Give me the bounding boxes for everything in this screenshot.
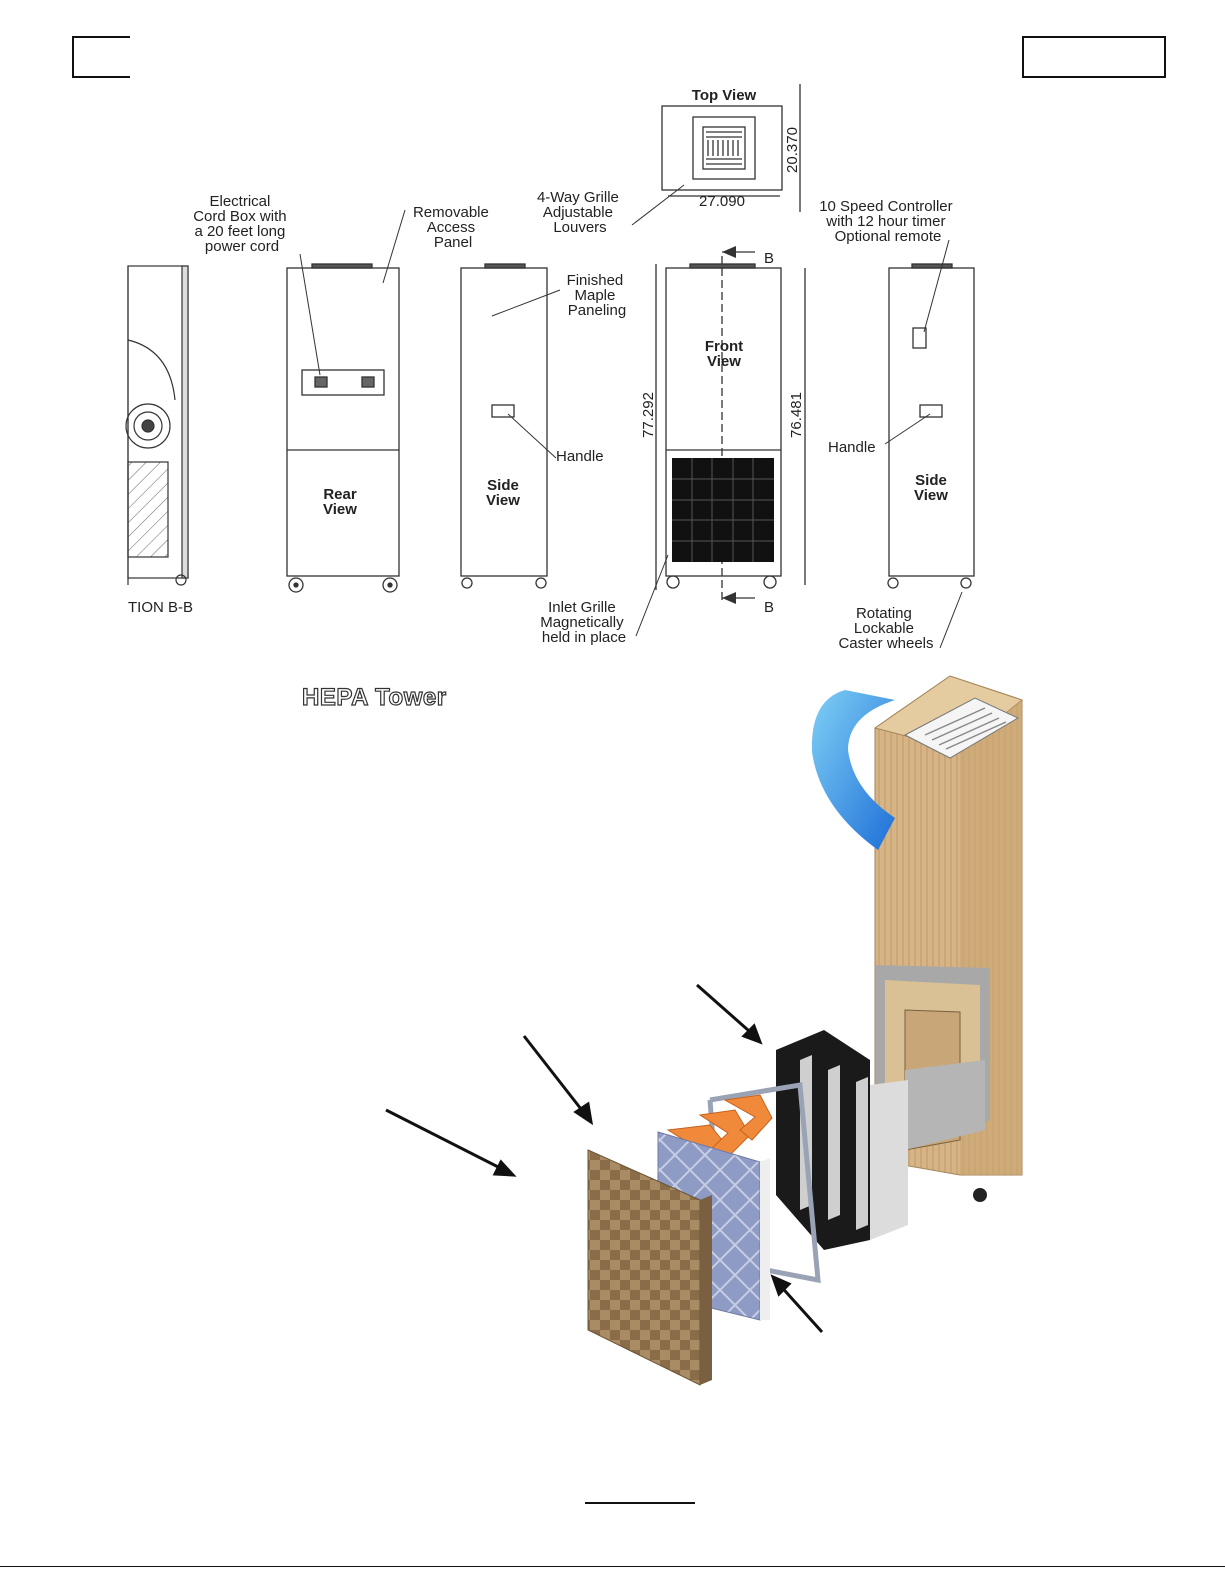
top-view-label: Top View — [692, 87, 757, 104]
pointer-arrows — [385, 983, 824, 1334]
section-marker-top: B — [764, 250, 774, 267]
rear-view-label: Rear — [323, 486, 357, 503]
page-bottom-rule — [0, 1566, 1225, 1567]
callout-paneling: Finished Maple Paneling — [567, 272, 628, 319]
dim-height-right: 76.481 — [788, 392, 805, 438]
rear-view-label-2: View — [323, 501, 357, 518]
inlet-grille — [672, 458, 774, 562]
callout-controller: 10 Speed Controller with 12 hour timer O… — [819, 198, 957, 245]
callout-casters: Rotating Lockable Caster wheels — [838, 605, 933, 652]
hepa-tower-title: HEPA Tower — [301, 683, 447, 711]
header-box-left — [72, 36, 130, 78]
side-view-label-2: View — [486, 492, 520, 509]
callout-grille: 4-Way Grille Adjustable Louvers — [537, 189, 623, 236]
section-label: TION B-B — [128, 599, 193, 616]
front-view-label-2: View — [707, 353, 741, 370]
airflow-arrow-blue — [811, 690, 895, 850]
callout-handle-left: Handle — [556, 448, 604, 465]
cabinet-render — [873, 675, 1024, 1202]
callout-cord-box: Electrical Cord Box with a 20 feet long … — [193, 193, 291, 255]
side-view-cabinet-right — [887, 263, 975, 589]
callout-handle-right: Handle — [828, 439, 876, 456]
top-view — [661, 84, 801, 212]
side-view-cabinet — [460, 263, 548, 589]
footer-rule — [585, 1502, 695, 1504]
side-view-right-label-2: View — [914, 487, 948, 504]
dim-depth: 20.370 — [784, 127, 801, 173]
callout-access-panel: Removable Access Panel — [413, 204, 493, 251]
side-view-label: Side — [487, 477, 519, 494]
callout-inlet: Inlet Grille Magnetically held in place — [540, 599, 628, 646]
dim-width: 27.090 — [699, 193, 745, 210]
dim-height-left: 77.292 — [640, 392, 657, 438]
inlet-grille-panel — [587, 1149, 712, 1386]
side-view-right-label: Side — [915, 472, 947, 489]
technical-drawing: TION B-B Rear View Side View Top View 20… — [125, 84, 975, 652]
front-view-label: Front — [705, 338, 743, 355]
header-box-right — [1022, 36, 1166, 78]
section-view — [125, 265, 189, 586]
front-view-cabinet — [655, 251, 806, 600]
rear-view-cabinet — [286, 263, 400, 593]
exploded-illustration — [385, 675, 1024, 1386]
section-marker-bottom: B — [764, 599, 774, 616]
